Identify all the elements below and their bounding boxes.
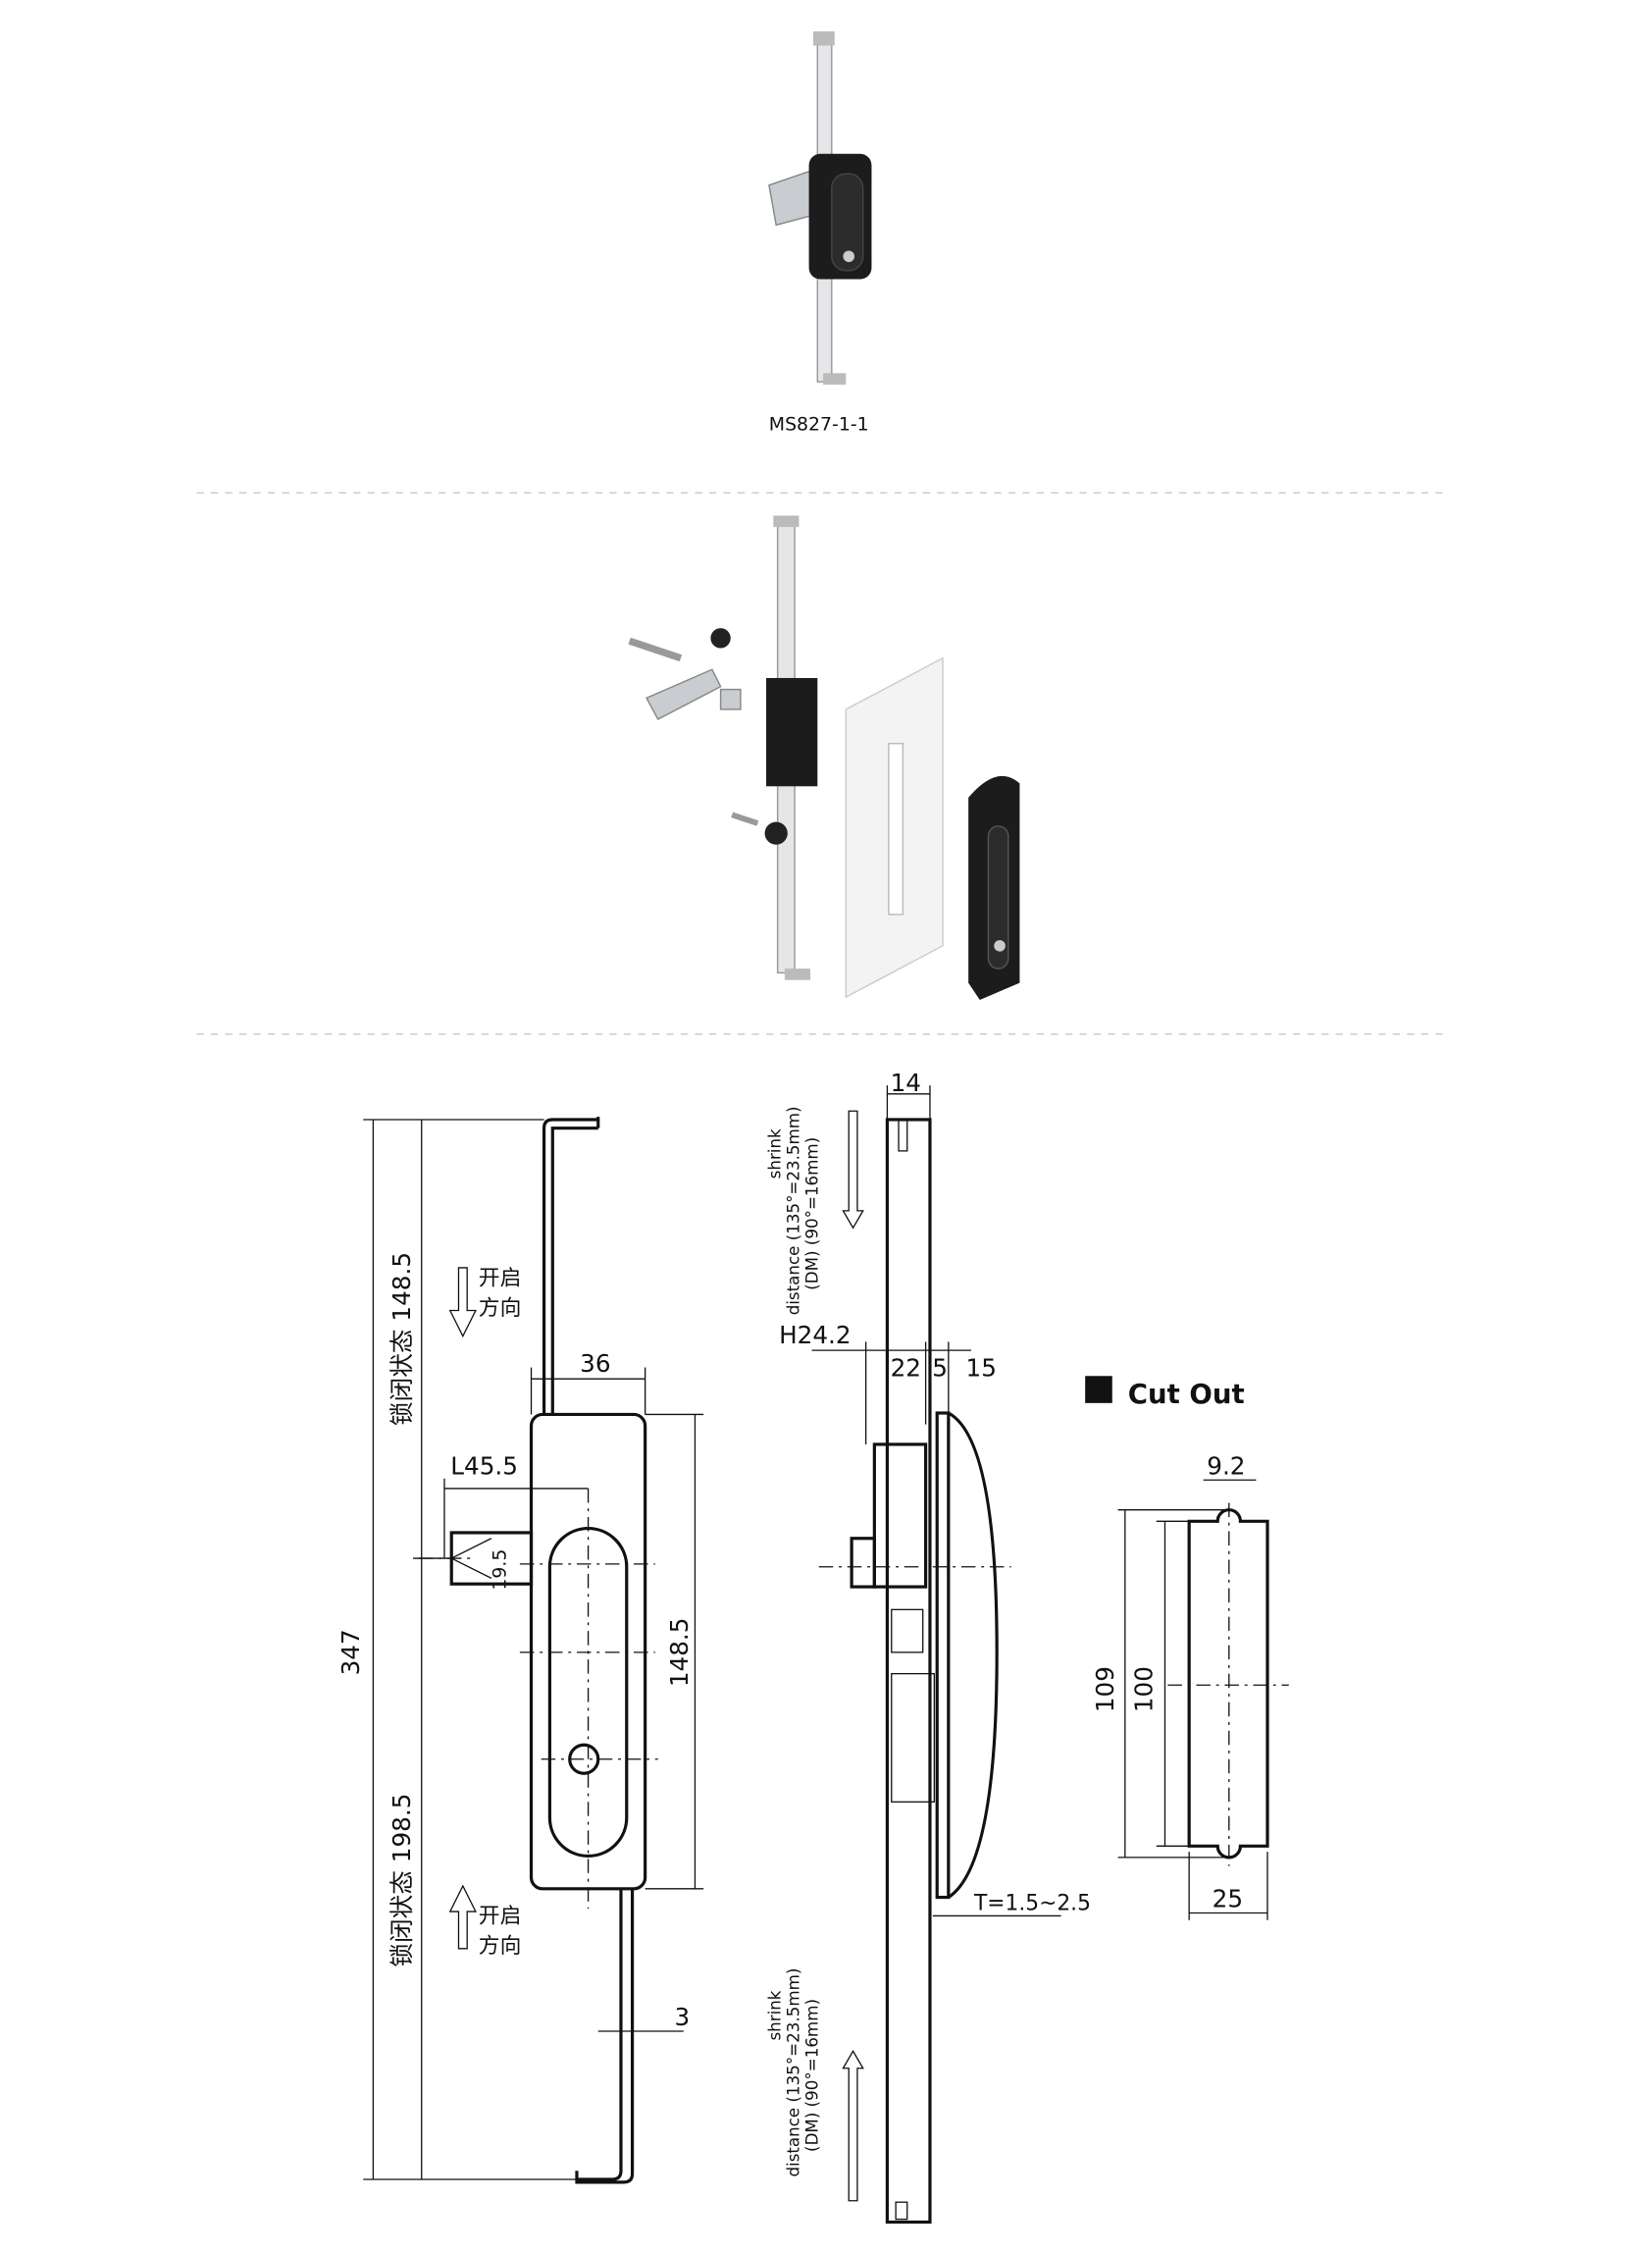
cutout-dim-top: 9.2: [1207, 1451, 1245, 1480]
dim-5: 5: [932, 1353, 948, 1382]
product-model-label: MS827-1-1: [769, 413, 869, 435]
dim-rod: 3: [675, 2003, 691, 2031]
dim-l: L45.5: [450, 1451, 518, 1480]
dim-thickness: T=1.5~2.5: [973, 1892, 1091, 1916]
dim-lower-locked: 锁闭状态 198.5: [387, 1794, 416, 1967]
dim-15: 15: [966, 1353, 997, 1382]
open-direction-upper-1: 开启: [479, 1266, 522, 1290]
shrink-dm-lower: (DM) (90°=16mm): [802, 1999, 821, 2152]
shrink-distance-upper: distance (135°=23.5mm): [784, 1106, 802, 1315]
front-view-drawing: [363, 1117, 704, 2184]
product-image-exploded: [628, 515, 1020, 1001]
cutout-dim-width: 25: [1213, 1885, 1243, 1913]
open-direction-lower-2: 方向: [479, 1934, 522, 1959]
shrink-distance-lower: distance (135°=23.5mm): [784, 1968, 802, 2177]
shrink-label-lower: shrink: [766, 1990, 785, 2040]
cutout-marker-icon: [1085, 1376, 1112, 1403]
shrink-dm-upper: (DM) (90°=16mm): [802, 1137, 821, 1290]
product-image-assembled: [768, 30, 872, 385]
side-view-drawing: [811, 1085, 1061, 2225]
dim-width: 36: [580, 1349, 610, 1378]
dim-cam: 19.5: [489, 1549, 510, 1591]
cutout-title: Cut Out: [1128, 1378, 1245, 1410]
dim-22: 22: [891, 1353, 921, 1382]
shrink-label-upper: shrink: [766, 1128, 785, 1178]
cutout-drawing: [1117, 1479, 1289, 1920]
dim-total: 347: [336, 1629, 365, 1675]
cutout-dim-inner: 100: [1129, 1666, 1158, 1712]
cutout-dim-outer: 109: [1091, 1666, 1119, 1712]
open-direction-upper-2: 方向: [479, 1296, 522, 1321]
dim-h: H24.2: [779, 1321, 851, 1349]
dim-body: 148.5: [665, 1618, 694, 1688]
dim-upper-locked: 锁闭状态 148.5: [387, 1252, 416, 1426]
side-dim-rod: 14: [891, 1069, 921, 1097]
open-direction-lower-1: 开启: [479, 1905, 522, 1929]
